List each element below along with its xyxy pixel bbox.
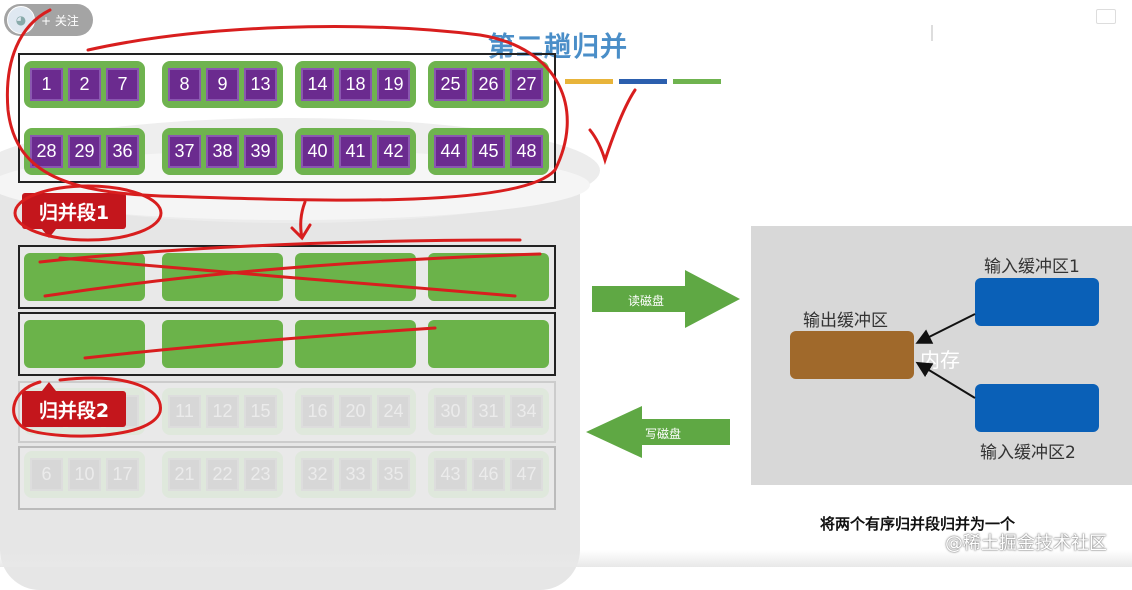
faint-cell: 33 <box>339 458 372 491</box>
handwritten-annotations <box>5 8 637 438</box>
faint-cell: 24 <box>377 395 410 428</box>
page-title: 第二趟归并 <box>488 32 628 63</box>
merged-cell: 29 <box>68 135 101 168</box>
input-buffer-2 <box>975 384 1099 432</box>
write-disk-label: 写磁盘 <box>645 427 682 441</box>
faint-cell: 10 <box>68 458 101 491</box>
faint-cell: 16 <box>301 395 334 428</box>
legend-bar-yellow <box>565 79 613 84</box>
faint-cell: 43 <box>434 458 467 491</box>
merged-cell: 38 <box>206 135 239 168</box>
merged-cell: 39 <box>244 135 277 168</box>
divider-tick <box>931 25 933 41</box>
faint-cell: 12 <box>206 395 239 428</box>
faint-cell: 47 <box>510 458 543 491</box>
read-disk-arrow <box>592 270 740 328</box>
output-buffer-label: 输出缓冲区 <box>803 311 888 331</box>
bottom-strip <box>0 550 1132 567</box>
faint-cell: 31 <box>472 395 505 428</box>
merged-cell: 42 <box>377 135 410 168</box>
faint-cell: 46 <box>472 458 505 491</box>
merged-cell: 18 <box>339 68 372 101</box>
merged-cell: 1 <box>30 68 63 101</box>
merged-cell: 25 <box>434 68 467 101</box>
output-buffer <box>790 331 914 379</box>
input-buffer-1 <box>975 278 1099 326</box>
segment-2-upper-block-3 <box>295 320 416 368</box>
faint-cell: 22 <box>206 458 239 491</box>
segment-1-tag-pointer <box>42 229 56 238</box>
faint-cell: 21 <box>168 458 201 491</box>
merged-cell: 28 <box>30 135 63 168</box>
faint-cell: 34 <box>510 395 543 428</box>
merged-cell: 19 <box>377 68 410 101</box>
merged-cell: 13 <box>244 68 277 101</box>
follow-label: + 关注 <box>41 13 79 28</box>
input-buffer-1-label: 输入缓冲区1 <box>984 257 1080 277</box>
input-buffer-2-label: 输入缓冲区2 <box>980 443 1076 463</box>
segment-2-upper-block-1 <box>24 320 145 368</box>
read-disk-label: 读磁盘 <box>628 294 665 308</box>
faint-cell: 6 <box>30 458 63 491</box>
segment-2-tag: 归并段2 <box>22 391 126 427</box>
avatar: ◕ <box>7 6 35 34</box>
caption: 将两个有序归并段归并为一个 <box>820 515 1016 533</box>
buffer-arrows <box>915 313 976 399</box>
merged-cell: 48 <box>510 135 543 168</box>
merged-cell: 7 <box>106 68 139 101</box>
faint-cell: 30 <box>434 395 467 428</box>
merged-cell: 14 <box>301 68 334 101</box>
merged-cell: 44 <box>434 135 467 168</box>
faint-cell: 11 <box>168 395 201 428</box>
screen-icon[interactable] <box>1096 9 1116 24</box>
faint-cell: 35 <box>377 458 410 491</box>
merged-cell: 9 <box>206 68 239 101</box>
merged-cell: 8 <box>168 68 201 101</box>
merged-cell: 40 <box>301 135 334 168</box>
watermark: @稀土掘金技术社区 <box>945 533 1107 554</box>
faint-cell: 15 <box>244 395 277 428</box>
faint-cell: 23 <box>244 458 277 491</box>
faint-cell: 32 <box>301 458 334 491</box>
segment-1-tag: 归并段1 <box>22 193 126 229</box>
legend-bar-blue <box>619 79 667 84</box>
legend-bar-green <box>673 79 721 84</box>
merged-cell: 37 <box>168 135 201 168</box>
merged-cell: 41 <box>339 135 372 168</box>
faint-cell: 20 <box>339 395 372 428</box>
segment-2-upper-block-4 <box>428 320 549 368</box>
merged-cell: 2 <box>68 68 101 101</box>
write-disk-arrow <box>586 406 730 458</box>
faint-cell: 17 <box>106 458 139 491</box>
merged-cell: 27 <box>510 68 543 101</box>
merged-cell: 26 <box>472 68 505 101</box>
merged-cell: 36 <box>106 135 139 168</box>
merged-cell: 45 <box>472 135 505 168</box>
